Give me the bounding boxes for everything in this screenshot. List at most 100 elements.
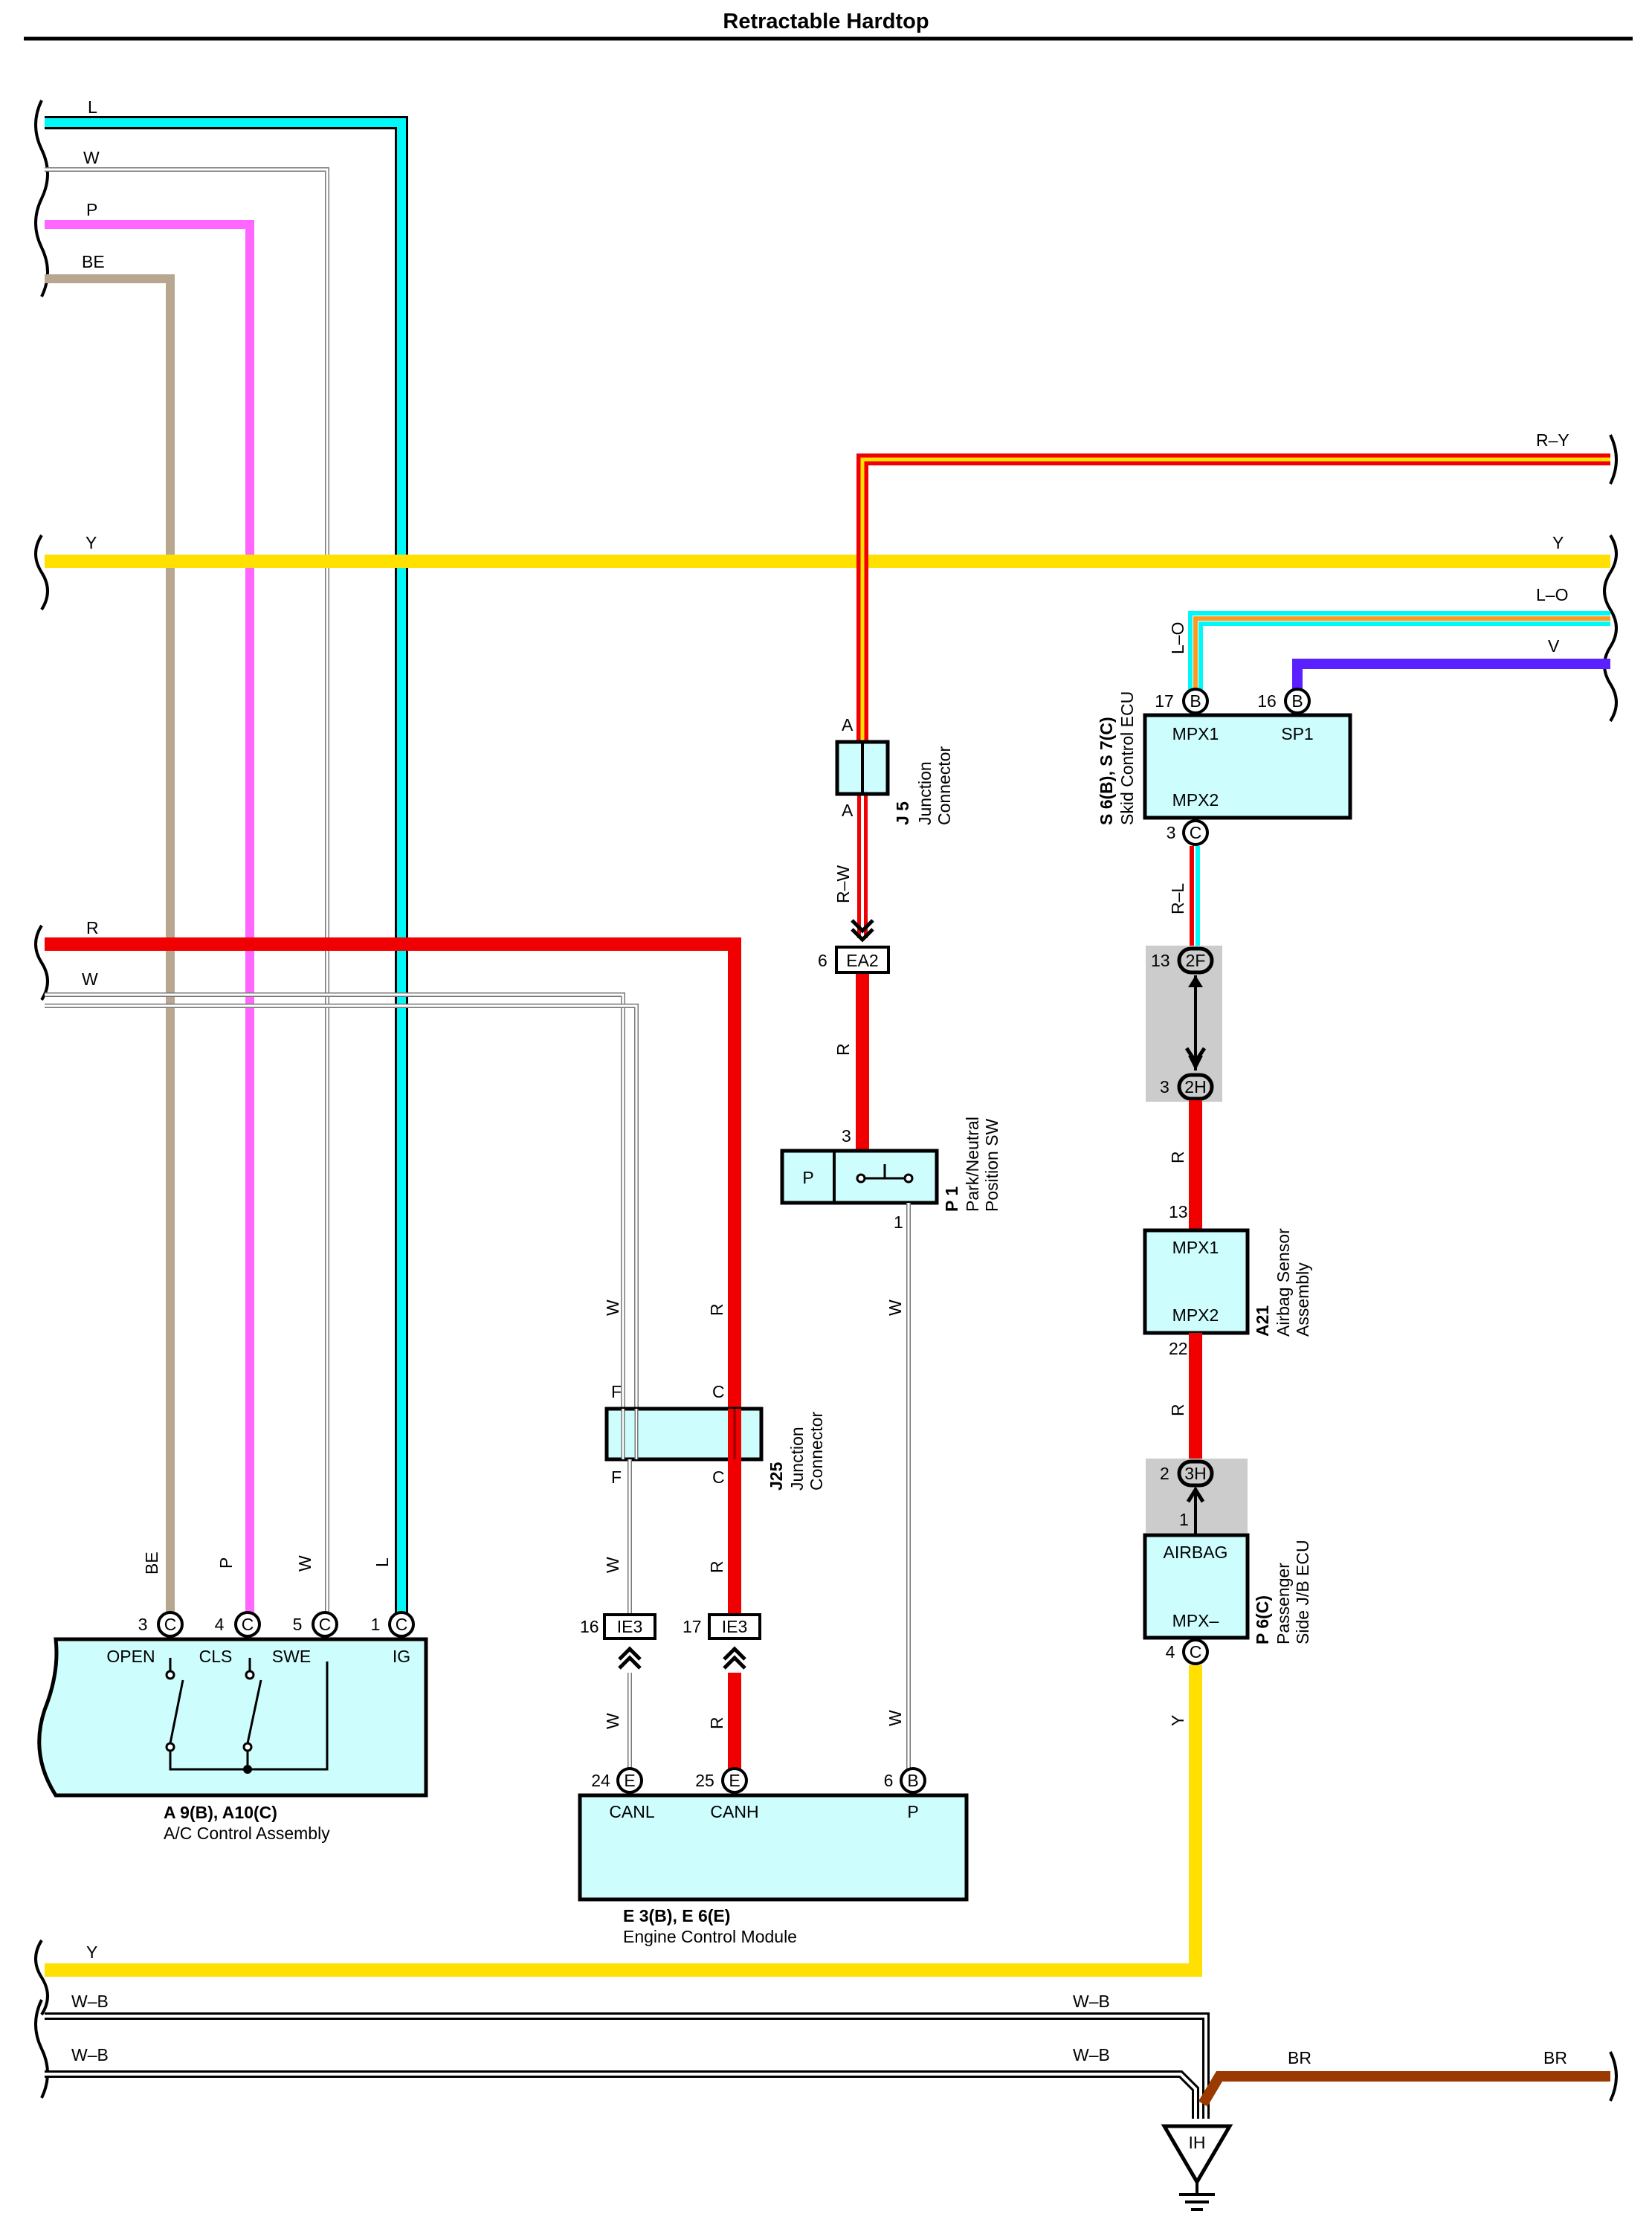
- wire-p: [45, 220, 254, 1613]
- svg-text:6: 6: [818, 951, 827, 970]
- svg-text:3: 3: [138, 1615, 148, 1634]
- svg-text:Passenger: Passenger: [1274, 1563, 1293, 1644]
- svg-text:1: 1: [894, 1213, 903, 1232]
- label-p1-w2: W: [885, 1710, 905, 1726]
- label-a21-r: R: [1168, 1404, 1187, 1416]
- label-ecm-w2: W: [603, 1557, 622, 1573]
- wire-r-left: [45, 937, 741, 1409]
- svg-text:C: C: [1190, 823, 1202, 842]
- label-left-r: R: [86, 918, 99, 937]
- label-right-y: Y: [1552, 533, 1564, 552]
- svg-text:13: 13: [1169, 1202, 1188, 1221]
- svg-text:16: 16: [1257, 691, 1277, 711]
- svg-text:Junction: Junction: [787, 1427, 807, 1491]
- connector-ie3-17: IE3 17: [683, 1613, 761, 1670]
- label-ecm-r3: R: [707, 1717, 726, 1729]
- svg-text:MPX2: MPX2: [1172, 1305, 1219, 1325]
- ac-id: A 9(B), A10(C): [164, 1803, 277, 1822]
- ac-name: A/C Control Assembly: [164, 1824, 330, 1843]
- svg-text:E: E: [729, 1771, 740, 1790]
- skid-id: S 6(B), S 7(C): [1097, 717, 1116, 825]
- label-p1-w1: W: [885, 1299, 905, 1316]
- skid-control-ecu: MPX1 SP1 MPX2: [1143, 713, 1352, 820]
- svg-text:C: C: [242, 1615, 254, 1634]
- skid-pin-16: B 16: [1257, 688, 1311, 714]
- label-left-w: W: [83, 148, 100, 167]
- svg-text:Position SW: Position SW: [982, 1118, 1001, 1212]
- svg-text:SWE: SWE: [272, 1647, 311, 1666]
- svg-text:6: 6: [884, 1771, 894, 1790]
- svg-text:Assembly: Assembly: [1293, 1262, 1312, 1337]
- svg-text:P: P: [907, 1802, 918, 1821]
- ecm-pin-24: E 24 CANL: [591, 1767, 655, 1821]
- svg-text:CLS: CLS: [199, 1647, 233, 1666]
- connector-2h: 2H 3: [1160, 1073, 1214, 1101]
- svg-text:C: C: [319, 1615, 332, 1634]
- svg-text:1: 1: [371, 1615, 381, 1634]
- label-bottom-wb1r: W–B: [1073, 1992, 1110, 2011]
- svg-text:2F: 2F: [1186, 951, 1206, 970]
- connector-ie3-16: IE3 16: [580, 1613, 656, 1670]
- label-bottom-y: Y: [86, 1943, 97, 1962]
- svg-text:C: C: [712, 1382, 725, 1401]
- svg-text:A21: A21: [1253, 1305, 1272, 1337]
- airbag-sensor-assembly: MPX1 MPX2 13 22 A21 Airbag Sensor Assemb…: [1143, 1202, 1312, 1358]
- svg-text:3: 3: [1160, 1077, 1169, 1097]
- label-right-ry: R–Y: [1536, 430, 1569, 450]
- label-s6-rl: R–L: [1168, 883, 1187, 914]
- engine-control-module: E 24 CANL E 25 CANH B 6 P: [578, 1767, 969, 1902]
- label-bottom-wb2r: W–B: [1073, 2045, 1110, 2064]
- wire-l-o: [1188, 611, 1610, 699]
- svg-text:17: 17: [683, 1617, 702, 1636]
- label-right-v: V: [1548, 636, 1560, 656]
- ac-pin-3: C 3 OPEN: [106, 1611, 184, 1666]
- p6-pin-4: C 4: [1166, 1638, 1209, 1665]
- svg-text:3: 3: [842, 1126, 851, 1146]
- ecm-name: Engine Control Module: [623, 1927, 797, 1946]
- label-ac-w: W: [295, 1555, 314, 1572]
- svg-text:22: 22: [1169, 1339, 1188, 1358]
- svg-text:2H: 2H: [1184, 1077, 1206, 1097]
- svg-text:C: C: [164, 1615, 177, 1634]
- svg-text:Park/Neutral: Park/Neutral: [963, 1117, 982, 1212]
- label-left-y: Y: [85, 533, 97, 552]
- connector-2f: 2F 13: [1151, 946, 1214, 975]
- wire-v: [1292, 659, 1610, 699]
- label-ecm-w3: W: [603, 1713, 622, 1729]
- svg-text:F: F: [611, 1382, 622, 1401]
- svg-text:Side J/B ECU: Side J/B ECU: [1293, 1540, 1312, 1644]
- label-ecm-r2: R: [707, 1560, 726, 1573]
- park-neutral-switch: P 3 1 P 1 Park/Neutral Position SW: [780, 1117, 1001, 1232]
- svg-text:MPX1: MPX1: [1172, 1238, 1219, 1257]
- svg-text:Connector: Connector: [807, 1412, 826, 1491]
- svg-text:17: 17: [1155, 691, 1174, 711]
- svg-text:IE3: IE3: [722, 1617, 748, 1636]
- svg-text:P: P: [802, 1168, 813, 1187]
- svg-text:J 5: J 5: [893, 801, 912, 825]
- wire-l: [45, 116, 408, 1613]
- label-bottom-wb2: W–B: [71, 2045, 109, 2064]
- wire-w-b: [45, 2012, 1210, 2119]
- svg-text:B: B: [1190, 691, 1201, 711]
- label-left-l: L: [88, 97, 97, 117]
- svg-text:5: 5: [293, 1615, 303, 1634]
- label-ac-l: L: [372, 1557, 392, 1567]
- ac-pin-5: C 5 SWE: [272, 1611, 338, 1666]
- label-ac-be: BE: [142, 1551, 161, 1575]
- label-bottom-brr: BR: [1543, 2048, 1567, 2067]
- label-ecm-r1: R: [707, 1303, 726, 1316]
- skid-pin-17: B 17: [1155, 688, 1209, 714]
- diagram-title: Retractable Hardtop: [723, 10, 929, 33]
- svg-text:13: 13: [1151, 951, 1170, 970]
- passenger-side-jb-ecu: AIRBAG MPX– P 6(C) Passenger Side J/B EC…: [1143, 1533, 1312, 1644]
- svg-text:P 6(C): P 6(C): [1253, 1595, 1272, 1644]
- svg-text:2: 2: [1160, 1464, 1169, 1483]
- svg-text:IE3: IE3: [617, 1617, 643, 1636]
- label-right-lo: L–O: [1536, 585, 1568, 604]
- svg-text:CANL: CANL: [609, 1802, 655, 1821]
- svg-text:B: B: [907, 1771, 918, 1790]
- svg-text:F: F: [611, 1467, 622, 1487]
- skid-pin-3: C 3: [1167, 819, 1209, 846]
- right-wire-breaks: [1603, 434, 1618, 2102]
